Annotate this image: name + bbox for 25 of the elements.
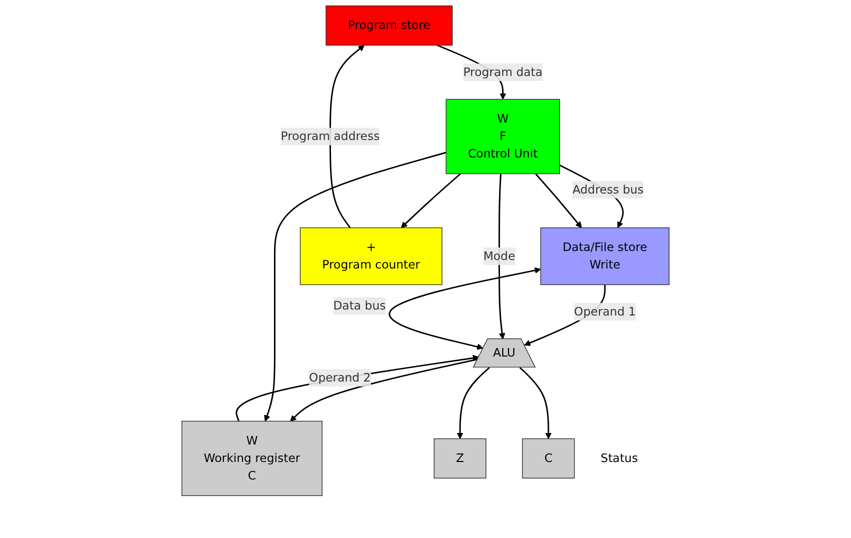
edge-label: Address bus — [572, 182, 644, 196]
node-box: W Working register C — [182, 420, 322, 496]
arrow — [236, 354, 480, 422]
node-label: Status — [600, 451, 638, 465]
node-box: Z — [434, 438, 486, 478]
arrow — [400, 173, 461, 228]
node-box: W F Control Unit — [446, 98, 560, 174]
arrow — [498, 174, 506, 340]
arrow — [264, 152, 446, 422]
edge-label: Operand 2 — [309, 370, 371, 384]
edge-label: Data bus — [333, 298, 386, 313]
arrow — [388, 267, 541, 350]
node-box: Program store — [326, 5, 453, 46]
arrow — [330, 44, 365, 228]
arrow — [519, 367, 552, 440]
edge-label: Mode — [483, 248, 516, 263]
node-box: C — [522, 438, 575, 478]
node-box: + Program counter — [300, 227, 442, 286]
arrow — [535, 173, 582, 228]
edge-label: Program address — [280, 129, 380, 144]
arrow — [290, 358, 478, 422]
edge-label: Program data — [463, 64, 543, 79]
node-box: Data/File store Write — [540, 227, 670, 286]
arrow — [456, 367, 490, 440]
edge-label: Operand 1 — [574, 304, 636, 318]
